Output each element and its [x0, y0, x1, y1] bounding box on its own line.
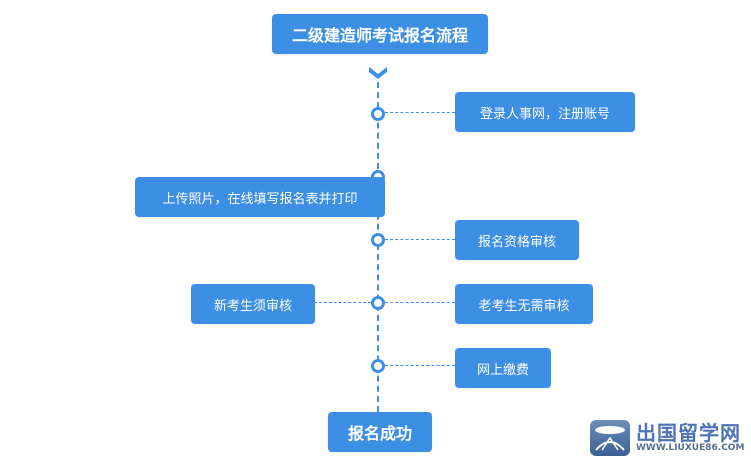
step-box-register: 登录人事网，注册账号: [455, 92, 635, 132]
flow-title-text: 二级建造师考试报名流程: [291, 26, 468, 45]
step-box-new-candidate: 新考生须审核: [191, 284, 315, 324]
step-box-payment: 网上缴费: [455, 348, 551, 388]
step-connector-4-right: [385, 302, 455, 303]
step-label-payment: 网上缴费: [476, 362, 529, 378]
globe-hat-icon: [590, 420, 630, 456]
step-box-qualification: 报名资格审核: [455, 220, 579, 260]
step-label-returning-candidate: 老考生无需审核: [478, 298, 570, 314]
step-box-upload: 上传照片，在线填写报名表并打印: [135, 177, 385, 217]
watermark-url: WWW.LIUXUE86.COM: [636, 442, 745, 453]
chevron-down-icon: [369, 67, 387, 79]
step-node-1: [371, 107, 385, 121]
step-node-5: [371, 359, 385, 373]
step-label-register: 登录人事网，注册账号: [479, 106, 610, 122]
step-label-new-candidate: 新考生须审核: [213, 298, 292, 314]
step-connector-1: [385, 112, 455, 113]
step-connector-4-left: [314, 302, 371, 303]
step-node-4: [371, 296, 385, 310]
step-connector-3: [385, 239, 455, 240]
flow-connector-vertical: [377, 82, 379, 412]
step-label-qualification: 报名资格审核: [477, 234, 556, 250]
flow-title: 二级建造师考试报名流程: [272, 14, 488, 54]
watermark-name: 出国留学网: [636, 420, 741, 445]
step-connector-5: [385, 365, 455, 366]
step-box-returning-candidate: 老考生无需审核: [455, 284, 593, 324]
final-box: 报名成功: [328, 412, 432, 452]
step-node-3: [371, 233, 385, 247]
final-label: 报名成功: [347, 424, 412, 443]
watermark-logo: 出国留学网 WWW.LIUXUE86.COM: [590, 418, 748, 458]
step-label-upload: 上传照片，在线填写报名表并打印: [162, 191, 358, 207]
